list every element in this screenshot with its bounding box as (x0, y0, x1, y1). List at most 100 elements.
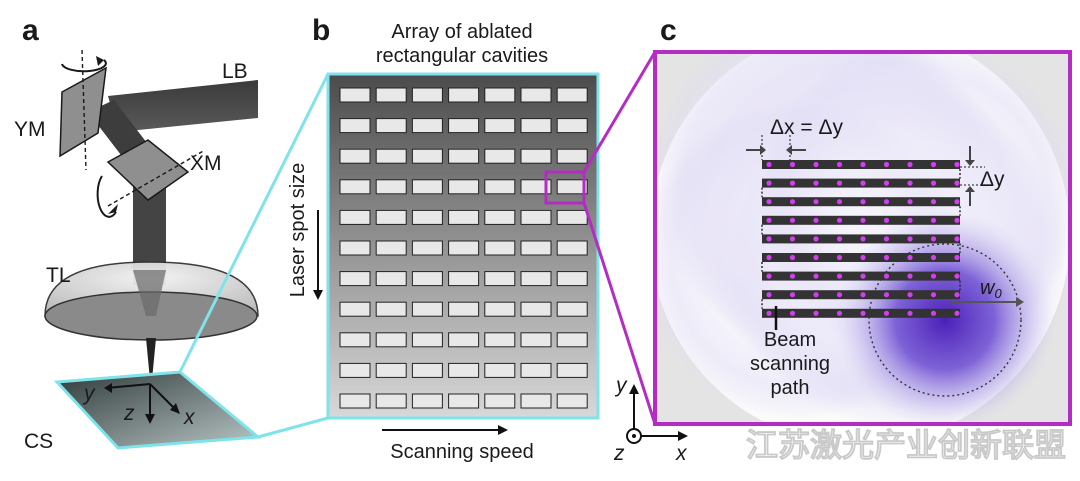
pulse-dot (883, 292, 890, 298)
pulse-dot (836, 199, 843, 205)
cavity-cell (556, 87, 588, 103)
cavity-cell (556, 209, 588, 225)
pulse-dot (907, 217, 913, 223)
pulse-dot (860, 292, 866, 298)
dx-arrowhead-left (760, 145, 766, 155)
cavity-cell (556, 271, 588, 287)
w0-label: w0 (980, 277, 1002, 301)
pulse-dot (766, 236, 772, 242)
watermark: 江苏激光产业创新联盟 (746, 426, 1066, 464)
panel-a-letter: a (22, 14, 39, 47)
cavity-cell (375, 240, 407, 256)
x-mirror-rotation-arrowhead (108, 204, 118, 214)
pulse-dot (860, 161, 866, 168)
cavity-cell (556, 148, 588, 164)
cavity-cell (375, 87, 407, 103)
pulse-dot (813, 161, 819, 168)
cavity-cell (484, 362, 516, 378)
cavity-cell (448, 393, 480, 409)
axis-x-line (149, 383, 177, 411)
cavity-cell (520, 179, 552, 195)
cavity-cell (484, 179, 516, 195)
panel-c-letter: c (660, 14, 677, 47)
dy-arrowhead-top (965, 160, 975, 166)
cavity-cell (411, 87, 443, 103)
pulse-dot (907, 292, 913, 298)
pulse-dot (907, 273, 913, 279)
c-axis-z-label: z (613, 442, 625, 465)
cavity-cell (520, 209, 552, 225)
pulse-dot (930, 161, 937, 168)
dx-label: Δx = Δy (770, 116, 843, 139)
pulse-dot (930, 273, 937, 279)
pulse-dot (883, 217, 890, 223)
axis-y-head (104, 383, 112, 393)
pulse-dot (789, 292, 796, 298)
connector-b-c-top (582, 51, 657, 173)
scan-lines (761, 160, 961, 318)
pulse-dot (836, 310, 843, 316)
connector-a-b-bottom (257, 416, 329, 439)
y-mirror-rotation-arrowhead (96, 56, 104, 66)
pulse-dot (836, 180, 843, 186)
cavity-cell (484, 332, 516, 348)
label-xm: XM (190, 152, 222, 175)
panel-a: a y z x LB YM XM TL (14, 14, 262, 453)
pulse-dot (836, 236, 843, 242)
axis-x-label: x (183, 406, 196, 429)
label-ym: YM (14, 118, 46, 141)
cavity-cell (375, 393, 407, 409)
beam-in-lens (133, 270, 166, 316)
cavity-cell (520, 362, 552, 378)
panel-b-letter: b (312, 14, 330, 47)
pulse-dot (766, 292, 772, 298)
pulse-dot (836, 273, 843, 279)
pulse-dot (789, 310, 796, 316)
axis-z-head (145, 414, 155, 424)
cavity-cell (484, 301, 516, 317)
pulse-dot (813, 217, 819, 223)
pulse-dot (860, 273, 866, 279)
pulse-dot (836, 292, 843, 298)
cavity-cell (411, 271, 443, 287)
cavity-cell (411, 209, 443, 225)
array-title-line2: rectangular cavities (376, 45, 548, 67)
pulse-dot (954, 217, 960, 223)
pulse-dot (907, 199, 913, 205)
pulse-dot (954, 161, 960, 168)
cavity-cell (411, 240, 443, 256)
cavity-cell (411, 118, 443, 134)
axis-z-label: z (123, 402, 135, 425)
y-mirror-rotation-arrow (61, 59, 107, 73)
laser-spot-size-label: Laser spot size (287, 163, 309, 298)
cavity-cell (448, 148, 480, 164)
c-axis-y-head (629, 384, 639, 394)
cavity-cell (375, 179, 407, 195)
cavity-cell (339, 209, 371, 225)
pulse-dot (813, 273, 819, 279)
cavity-cell (448, 209, 480, 225)
pulse-dot (813, 199, 819, 205)
dx-arrowhead-right (786, 145, 792, 155)
pulse-dot (813, 310, 819, 316)
connector-a-b-top (178, 73, 330, 373)
cavity-cell (339, 301, 371, 317)
cavity-cell (556, 393, 588, 409)
pulse-dot (954, 254, 960, 261)
cavity-cell (448, 240, 480, 256)
cavity-cell (339, 393, 371, 409)
pulse-dot (836, 254, 843, 261)
pulse-dot (836, 161, 843, 168)
x-mirror-rotation-arrow (96, 175, 117, 218)
highlight-cavity (544, 170, 586, 205)
cavity-cell (411, 362, 443, 378)
pulse-dot (766, 273, 772, 279)
dy-arrowhead-bottom (965, 186, 975, 192)
panel-b: b Array of ablated rectangular cavities … (287, 14, 600, 463)
cavity-cell (448, 271, 480, 287)
cavity-cell (375, 148, 407, 164)
c-axis-y-label: y (614, 374, 628, 397)
pulse-dot (883, 180, 890, 186)
pulse-dot (883, 273, 890, 279)
